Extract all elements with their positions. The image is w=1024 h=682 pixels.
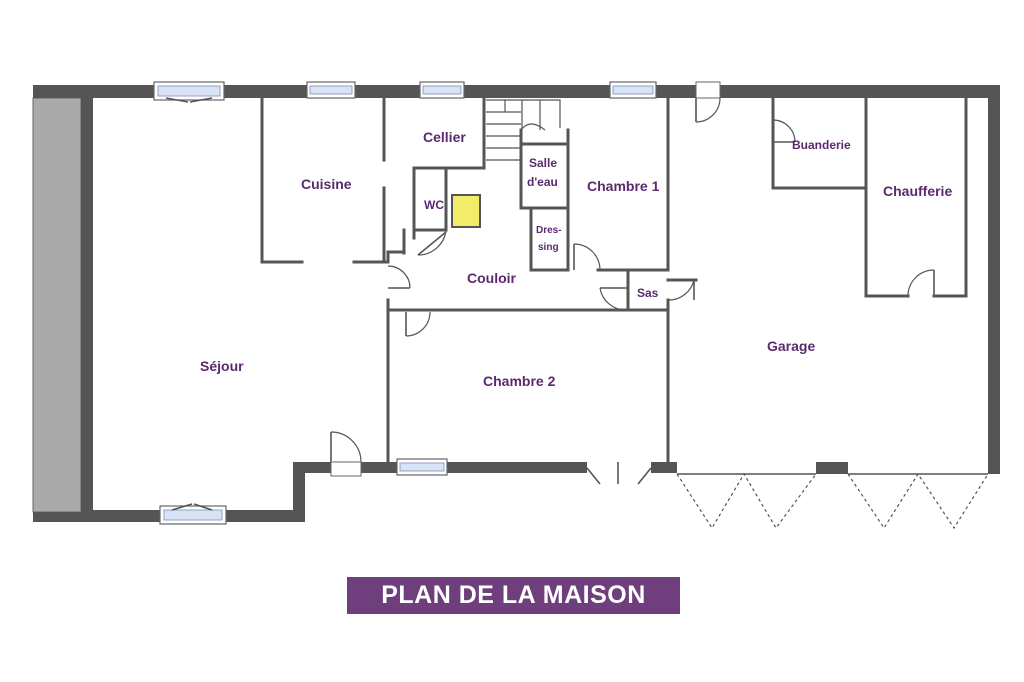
windows [153,81,657,525]
interior-walls [260,96,968,472]
room-label-dressing-line2: sing [538,242,559,253]
exterior-walls [33,85,1000,522]
room-label-chambre1: Chambre 1 [587,178,660,194]
room-label-chaufferie: Chaufferie [883,183,952,199]
room-labels: Séjour Cuisine Cellier WC Salle d'eau Ch… [200,129,952,389]
room-label-sas: Sas [637,286,659,300]
room-label-salle-eau-line2: d'eau [527,175,558,189]
room-label-sejour: Séjour [200,358,244,374]
room-label-couloir: Couloir [467,270,517,286]
room-label-dressing-line1: Dres- [536,225,562,236]
doors [165,81,935,511]
garage-folding-doors [676,472,989,530]
room-label-cuisine: Cuisine [301,176,352,192]
room-label-salle-eau-line1: Salle [529,156,557,170]
highlight-box [451,194,481,228]
room-label-garage: Garage [767,338,815,354]
staircase [486,99,561,161]
plan-title: PLAN DE LA MAISON [347,577,680,614]
room-label-chambre2: Chambre 2 [483,373,556,389]
room-label-wc: WC [424,198,444,212]
room-label-buanderie: Buanderie [792,138,851,152]
left-terrace-strip [32,97,82,513]
room-label-cellier: Cellier [423,129,466,145]
